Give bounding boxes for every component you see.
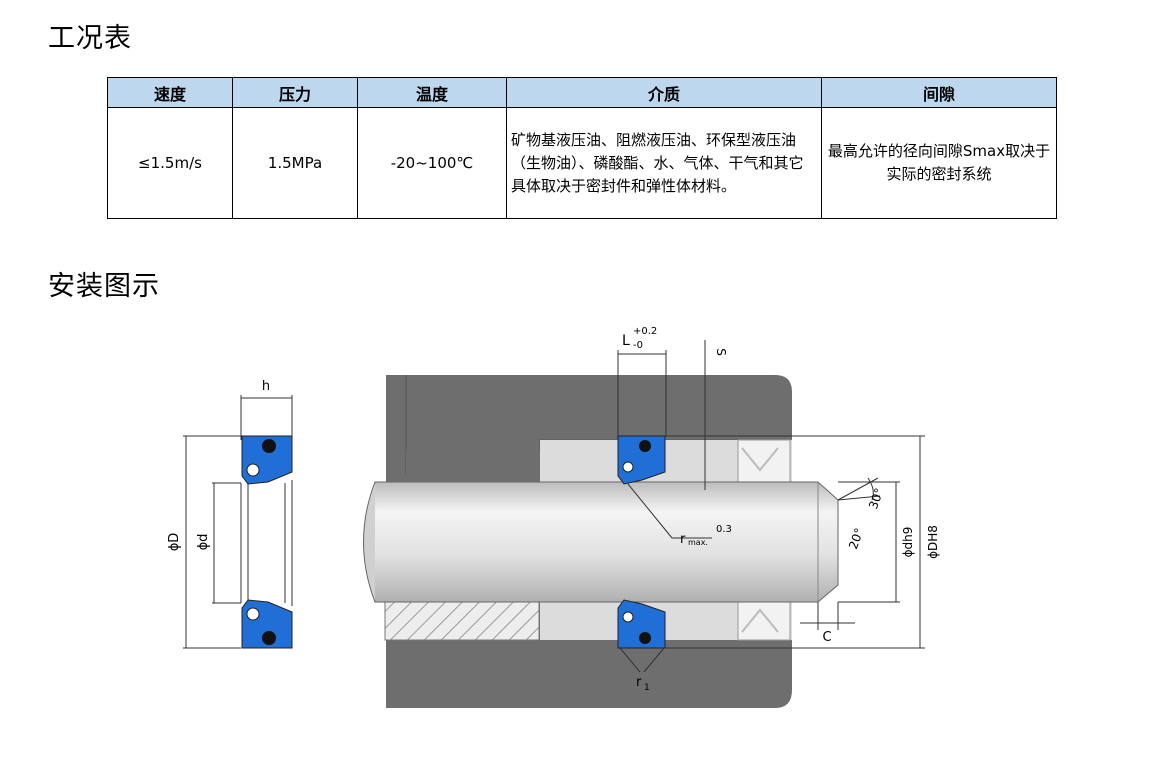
cell-clearance: 最高允许的径向间隙Smax取决于实际的密封系统 bbox=[821, 107, 1057, 219]
table-header-row: 速度 压力 温度 介质 间隙 bbox=[107, 77, 1057, 108]
seal-bottom-profile bbox=[241, 599, 293, 649]
cell-pressure: 1.5MPa bbox=[232, 107, 358, 219]
groove-seal-top bbox=[617, 435, 666, 485]
label-h: h bbox=[262, 379, 270, 394]
header-speed: 速度 bbox=[107, 77, 233, 108]
cell-temperature: -20~100℃ bbox=[357, 107, 507, 219]
working-conditions-table: 速度 压力 温度 介质 间隙 ≤1.5m/s 1.5MPa -20~100℃ 矿… bbox=[107, 77, 1057, 219]
seal-top-profile bbox=[241, 435, 293, 485]
label-angle-30: 30° bbox=[866, 486, 886, 511]
label-angle-20: 20° bbox=[846, 526, 866, 551]
seal-section-view bbox=[183, 395, 293, 649]
label-phi-D: ϕD bbox=[167, 533, 182, 552]
label-r1: r bbox=[636, 675, 642, 690]
label-r-value: 0.3 bbox=[716, 524, 732, 535]
label-L-lower: -0 bbox=[633, 340, 643, 351]
label-r1-sub: 1 bbox=[644, 683, 650, 693]
cell-medium: 矿物基液压油、阻燃液压油、环保型液压油（生物油）、磷酸酯、水、气体、干气和其它具… bbox=[506, 107, 822, 219]
header-medium: 介质 bbox=[506, 77, 822, 108]
groove-seal-bottom bbox=[617, 599, 666, 649]
label-phi-d: ϕd bbox=[196, 534, 211, 551]
cell-speed: ≤1.5m/s bbox=[107, 107, 233, 219]
working-conditions-title: 工况表 bbox=[48, 23, 132, 54]
label-C: C bbox=[822, 630, 831, 645]
label-r: r bbox=[680, 532, 686, 547]
table-row: ≤1.5m/s 1.5MPa -20~100℃ 矿物基液压油、阻燃液压油、环保型… bbox=[107, 107, 1057, 219]
header-temperature: 温度 bbox=[357, 77, 507, 108]
label-r-max: max. bbox=[688, 538, 708, 547]
installation-title: 安装图示 bbox=[48, 271, 160, 302]
rod bbox=[363, 481, 839, 603]
label-L: L bbox=[622, 333, 630, 349]
label-L-upper: +0.2 bbox=[633, 326, 657, 337]
label-S: S bbox=[714, 348, 728, 356]
header-pressure: 压力 bbox=[232, 77, 358, 108]
label-phi-DH8: ϕDH8 bbox=[926, 525, 940, 559]
header-clearance: 间隙 bbox=[821, 77, 1057, 108]
assembly-dimensions bbox=[617, 340, 925, 673]
installation-diagram: h ϕD ϕd bbox=[167, 326, 940, 708]
label-phi-dh9: ϕdh9 bbox=[901, 527, 915, 558]
